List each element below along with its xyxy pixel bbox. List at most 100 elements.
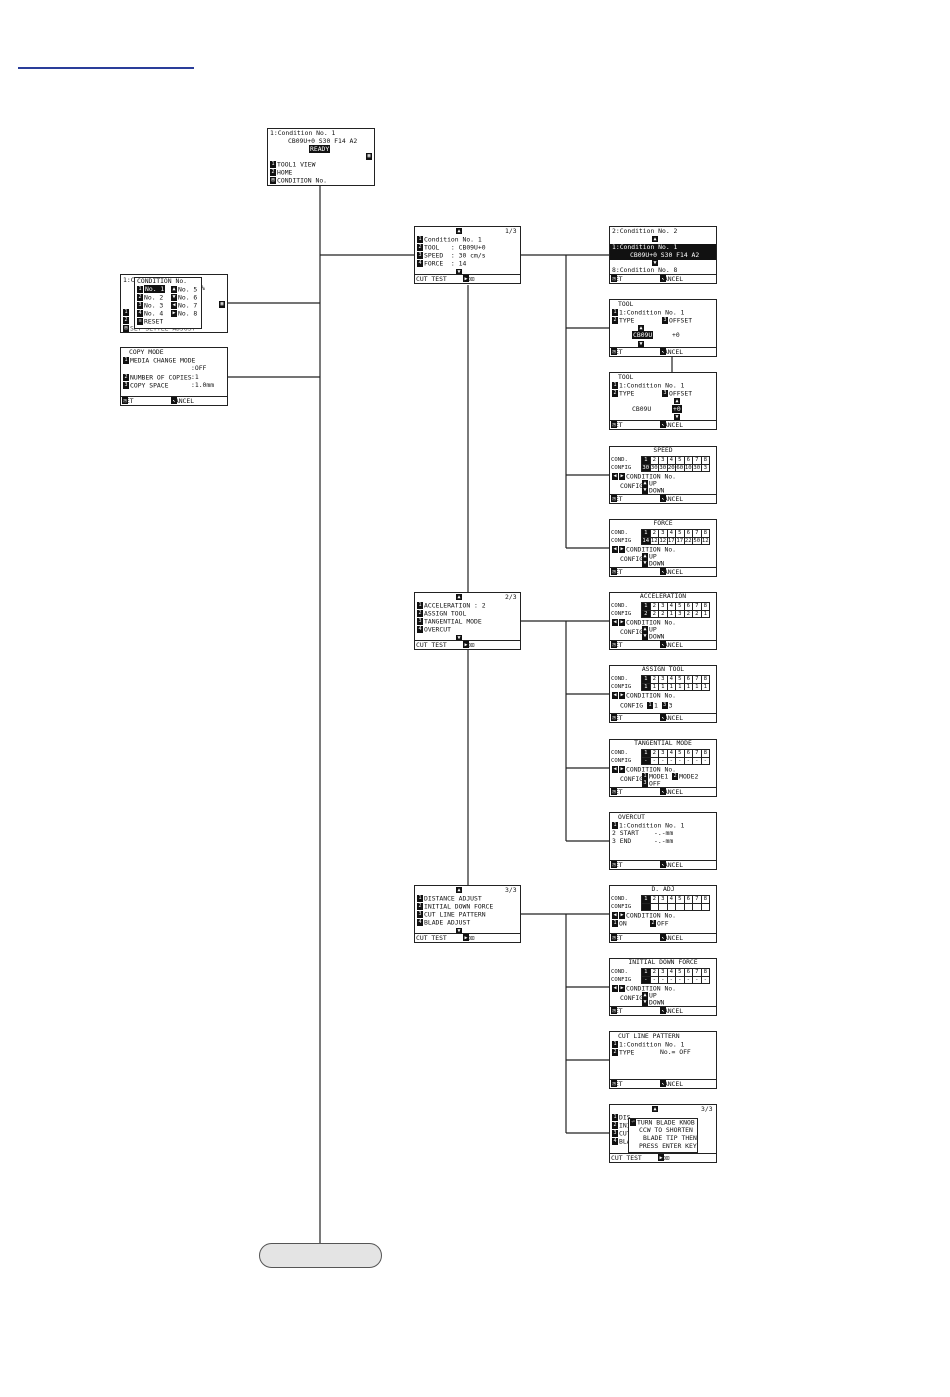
cond-option-4[interactable]: No. 4 [144,309,164,318]
config-value-cell[interactable]: 2 [658,609,668,618]
menu2-item-1[interactable]: ACCELERATION : 2 [424,601,486,610]
cond-number-cell[interactable]: 3 [658,968,668,977]
cond-option-8[interactable]: No. 8 [178,309,198,318]
config-value-cell[interactable]: 3 [675,609,685,618]
config-value-cell[interactable]: 30 [649,463,659,472]
cond-number-cell[interactable]: 7 [692,895,702,904]
on-button[interactable]: ON [619,919,627,928]
config-value-cell[interactable] [641,902,651,911]
config-value-cell[interactable]: 22 [683,536,693,545]
cond-number-cell[interactable]: 2 [649,968,659,977]
menu1-item-3[interactable]: SPEED : 30 cm/s [424,251,486,260]
cond-option-3[interactable]: No. 3 [144,301,164,310]
cond-number-cell[interactable]: 7 [692,749,702,758]
right-arrow-icon[interactable]: ▶ [619,692,625,699]
config-value-cell[interactable] [675,902,685,911]
up-arrow-icon[interactable]: ▲ [642,626,648,633]
assign-option-1[interactable]: 1 [653,701,658,710]
config-value-cell[interactable]: 14 [641,536,651,545]
cut-test-button[interactable]: CUT TEST [416,641,447,649]
config-value-cell[interactable]: 12 [700,536,710,545]
cond-number-cell[interactable]: 2 [649,675,659,684]
config-value-cell[interactable] [700,902,710,911]
cancel-button[interactable]: CANCEL [171,397,195,405]
down-arrow-icon[interactable]: ▼ [642,999,648,1006]
menu2-item-3[interactable]: TANGENTIAL MODE [424,617,482,626]
cond-number-cell[interactable]: 7 [692,456,702,465]
menu3-item-4[interactable]: BLADE ADJUST [424,918,471,927]
left-arrow-icon[interactable]: ◀ [612,692,618,699]
down-arrow-icon[interactable]: ▼ [642,633,648,640]
cond-number-cell[interactable]: 3 [658,895,668,904]
cond-number-cell[interactable]: 7 [692,602,702,611]
menu3-item-3[interactable]: CUT LINE PATTERN [424,910,486,919]
cond-number-cell[interactable]: 1 [641,456,651,465]
overcut-start-button[interactable]: START [619,829,639,837]
config-value-cell[interactable]: 17 [675,536,685,545]
set-button[interactable]: SET [611,348,623,356]
cond-option-5[interactable]: No. 5 [178,285,198,294]
left-arrow-icon[interactable]: ◀ [612,473,618,480]
cancel-button[interactable]: CANCEL [660,495,684,503]
tool-offset-button[interactable]: OFFSET [669,389,693,398]
cancel-button[interactable]: CANCEL [660,714,684,722]
mode2-button[interactable]: MODE2 [679,772,699,781]
cond-number-cell[interactable]: 5 [675,968,685,977]
left-arrow-icon[interactable]: ◀ [612,912,618,919]
cond-number-cell[interactable]: 4 [666,456,676,465]
config-value-cell[interactable]: - [675,756,685,765]
right-arrow-icon[interactable]: ▶ [619,985,625,992]
config-value-cell[interactable] [692,902,702,911]
config-value-cell[interactable]: 1 [683,682,693,691]
menu-condition-no[interactable]: CONDITION No. [277,176,328,185]
cond-number-cell[interactable]: 3 [658,675,668,684]
down-arrow-icon[interactable]: ▼ [642,487,648,494]
config-value-cell[interactable]: 2 [692,609,702,618]
cond-number-cell[interactable]: 8 [700,895,710,904]
cond-option-1[interactable]: No. 1 [144,285,166,294]
cancel-button[interactable]: CANCEL [660,1080,684,1088]
config-value-cell[interactable]: 10 [683,463,693,472]
cond-number-cell[interactable]: 3 [658,602,668,611]
cond-number-cell[interactable]: 2 [649,895,659,904]
cancel-button[interactable]: CANCEL [660,788,684,796]
cond-number-cell[interactable]: 6 [683,749,693,758]
tool-type-button[interactable]: TYPE [619,389,635,398]
config-value-cell[interactable]: - [658,975,668,984]
config-value-cell[interactable] [683,902,693,911]
cancel-button[interactable]: CANCEL [660,934,684,942]
cancel-button[interactable]: CANCEL [660,861,684,869]
config-value-cell[interactable]: 1 [666,609,676,618]
config-value-cell[interactable]: - [649,756,659,765]
cond-option-6[interactable]: No. 6 [178,293,198,302]
copy-space[interactable]: COPY SPACE [130,381,169,390]
config-value-cell[interactable]: 30 [641,463,651,472]
menu1-item-2[interactable]: TOOL : CB09U+0 [424,243,486,252]
cond-number-cell[interactable]: 1 [641,895,651,904]
config-value-cell[interactable]: - [692,975,702,984]
config-value-cell[interactable]: 30 [692,463,702,472]
config-value-cell[interactable]: 1 [675,682,685,691]
cond-number-cell[interactable]: 8 [700,749,710,758]
cancel-button[interactable]: CANCEL [660,568,684,576]
config-value-cell[interactable]: 1 [641,682,651,691]
config-value-cell[interactable]: 2 [641,609,651,618]
config-value-cell[interactable]: 1 [649,682,659,691]
config-value-cell[interactable] [658,902,668,911]
down-arrow-icon[interactable]: ▼ [642,560,648,567]
cond-number-cell[interactable]: 3 [658,456,668,465]
cond-number-cell[interactable]: 7 [692,529,702,538]
cond-number-cell[interactable]: 6 [683,529,693,538]
config-value-cell[interactable]: - [666,756,676,765]
set-button[interactable]: SET [611,1080,623,1088]
cond-number-cell[interactable]: 7 [692,968,702,977]
config-value-cell[interactable]: 1 [700,609,710,618]
cond-number-cell[interactable]: 8 [700,456,710,465]
config-value-cell[interactable]: - [700,756,710,765]
config-value-cell[interactable]: 50 [692,536,702,545]
config-value-cell[interactable]: 20 [666,463,676,472]
menu-tool-view[interactable]: TOOL1 VIEW [277,160,316,169]
media-change-mode[interactable]: MEDIA CHANGE MODE [130,356,196,365]
cond-option-2[interactable]: No. 2 [144,293,164,302]
off-button[interactable]: OFF [657,919,669,928]
